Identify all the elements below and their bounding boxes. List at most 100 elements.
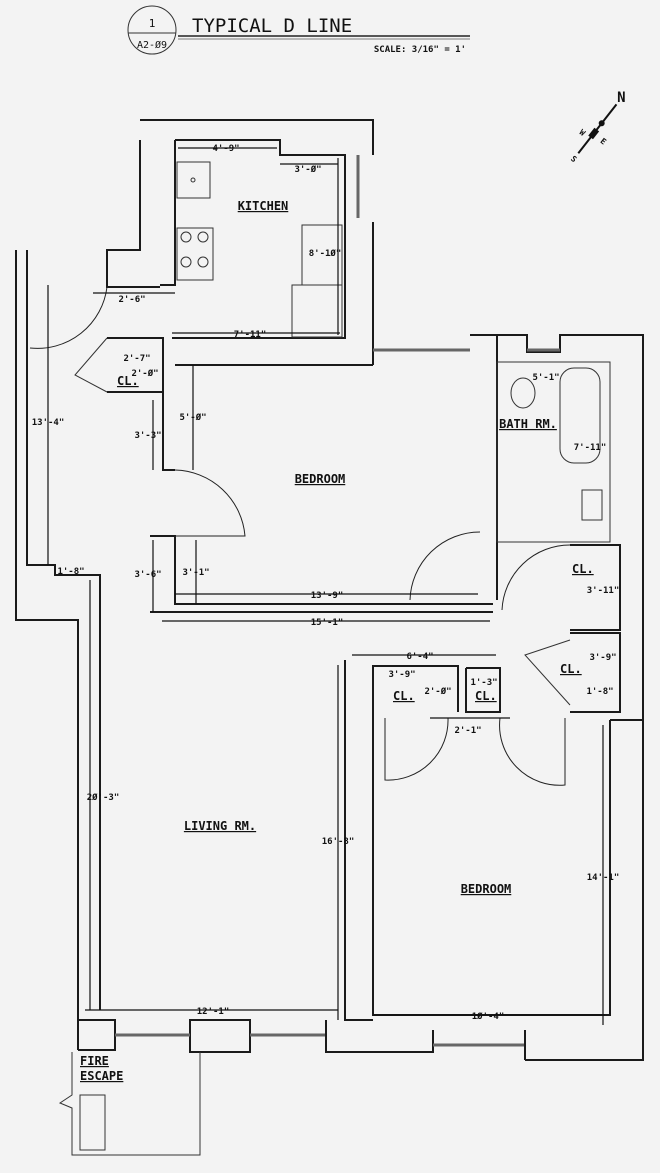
fire-escape (58, 1052, 201, 1156)
sink-vanity-icon (581, 489, 603, 521)
kitchen-outer-left-wall (106, 140, 160, 288)
left-inner-wall (26, 250, 101, 1010)
burner-icon (197, 231, 209, 243)
dim-bedroom-1-a: 5'-Ø" (179, 412, 206, 423)
right-closets (501, 544, 621, 713)
dim-bedroom-1-width: 13'-9" (311, 591, 344, 601)
bedroom-2-outer-wall (525, 720, 644, 1061)
bedroom-2-walls (344, 660, 644, 1061)
dim-closet-width: 2'-7" (123, 354, 150, 364)
closet-2-door-swing (384, 717, 449, 781)
room-label-bath: BATH RM. (499, 417, 557, 431)
sink-icon (176, 161, 211, 199)
title-block: 1 A2-Ø9 TYPICAL D LINE SCALE: 3/16" = 1' (127, 5, 470, 55)
closet-5-walls (465, 667, 501, 713)
bedroom-1-right-wall (470, 334, 498, 600)
detail-callout-circle (127, 5, 177, 55)
south-label: S (569, 154, 578, 164)
fire-escape-ladder-icon (79, 1094, 106, 1151)
room-label-closet-4: CL. (560, 662, 582, 676)
room-label-fire-escape-1: FIRE (80, 1054, 109, 1068)
dim-hall-b: 3'-6" (134, 570, 161, 580)
dim-kitchen-width: 4'-9" (212, 144, 239, 154)
dim-closet-2-width: 3'-9" (388, 670, 415, 680)
bath-door-swing (409, 531, 481, 601)
kitchen-top-wall (140, 119, 374, 155)
north-arrow-hub (598, 120, 605, 127)
dim-closet-depth: 2'-Ø" (131, 368, 158, 379)
dim-kitchen-door: 2'-6" (118, 295, 145, 305)
kitchen-inner-wall (172, 139, 346, 339)
south-pier-1 (78, 1019, 116, 1051)
room-label-closet-2: CL. (393, 689, 415, 703)
dim-hall-a: 3'-3" (134, 431, 161, 441)
bedroom-1-left-wall (162, 365, 175, 471)
closet-2-walls (372, 665, 459, 712)
bathtub-icon (559, 367, 601, 464)
room-label-closet-3: CL. (572, 562, 594, 576)
dim-closet-5-width: 1'-3" (470, 678, 497, 688)
room-label-bedroom-2: BEDROOM (461, 882, 512, 896)
counter-icon (291, 284, 343, 338)
stove-icon (176, 227, 214, 281)
closet-4-door (524, 639, 571, 706)
room-label-living: LIVING RM. (184, 819, 256, 833)
kitchen-walls (106, 119, 374, 365)
dim-kitchen-side: 3'-Ø" (294, 164, 321, 175)
dimension-lines (47, 147, 605, 1025)
room-label-closet-5: CL. (475, 689, 497, 703)
dimension-labels: 4'-9" 3'-Ø" 8'-1Ø" 2'-6" 7'-11" 2'-7" 2'… (32, 144, 620, 1022)
room-label-bedroom-1: BEDROOM (295, 472, 346, 486)
closet-3-door-swing (501, 544, 571, 611)
dim-closet-4-small: 1'-8" (586, 687, 613, 697)
west-label: W (577, 128, 586, 138)
living-right-wall (344, 660, 373, 1021)
dim-entry-wall: 13'-4" (32, 418, 65, 428)
drawing-scale: SCALE: 3/16" = 1' (374, 45, 466, 55)
dim-closet-3-depth: 3'-11" (587, 586, 620, 596)
dim-bedroom-2-width: 1Ø'-4" (472, 1011, 505, 1022)
dim-jog: 1'-8" (57, 567, 84, 577)
bath-room-outline (496, 361, 611, 543)
kitchen-inner-left-wall (160, 140, 176, 286)
dim-closet-2-depth: 2'-Ø" (424, 686, 451, 697)
north-arrow-shaft (577, 103, 618, 154)
dim-bath-width: 5'-1" (532, 373, 559, 383)
sheet-number: A2-Ø9 (137, 39, 167, 51)
dim-closets-top: 6'-4" (406, 652, 433, 662)
detail-number: 1 (149, 17, 156, 30)
entry-door-swing (29, 286, 108, 349)
east-label: E (598, 137, 607, 147)
bedroom-1-door-swing (174, 469, 246, 537)
dim-living-depth: 2Ø'-3" (87, 792, 120, 803)
room-label-closet-1: CL. (117, 374, 139, 388)
closet-5-door-swing (499, 717, 566, 786)
bath-outer-wall (497, 334, 644, 721)
bedroom-1-bottom-wall (150, 535, 493, 605)
south-wall (78, 1019, 526, 1060)
closet-1-door (74, 337, 108, 393)
north-label: N (617, 90, 625, 106)
dim-kitchen-length: 7'-11" (234, 330, 267, 340)
room-label-fire-escape-2: ESCAPE (80, 1069, 123, 1083)
south-pier-2 (189, 1019, 251, 1053)
bath-walls (496, 334, 644, 721)
dim-bath-depth: 7'-11" (574, 443, 607, 453)
dim-living-width: 12'-1" (197, 1007, 230, 1017)
room-label-kitchen: KITCHEN (238, 199, 289, 213)
toilet-icon (510, 377, 536, 409)
south-pier-3 (325, 1020, 434, 1053)
dim-closet-door: 2'-1" (454, 726, 481, 736)
burner-icon (180, 256, 192, 268)
room-labels: KITCHEN BEDROOM BATH RM. LIVING RM. BEDR… (80, 199, 594, 1083)
dim-closet-4-depth: 3'-9" (589, 653, 616, 663)
dim-living-wall: 16'-8" (322, 837, 355, 847)
dim-bedroom-1-total: 15'-1" (311, 618, 344, 628)
dim-bedroom-2-depth: 14'-1" (587, 873, 620, 883)
burner-icon (180, 231, 192, 243)
north-arrow: N E W S (569, 90, 626, 164)
burner-icon (197, 256, 209, 268)
sink-drain-icon (190, 177, 196, 183)
left-exterior-wall (15, 250, 79, 1050)
